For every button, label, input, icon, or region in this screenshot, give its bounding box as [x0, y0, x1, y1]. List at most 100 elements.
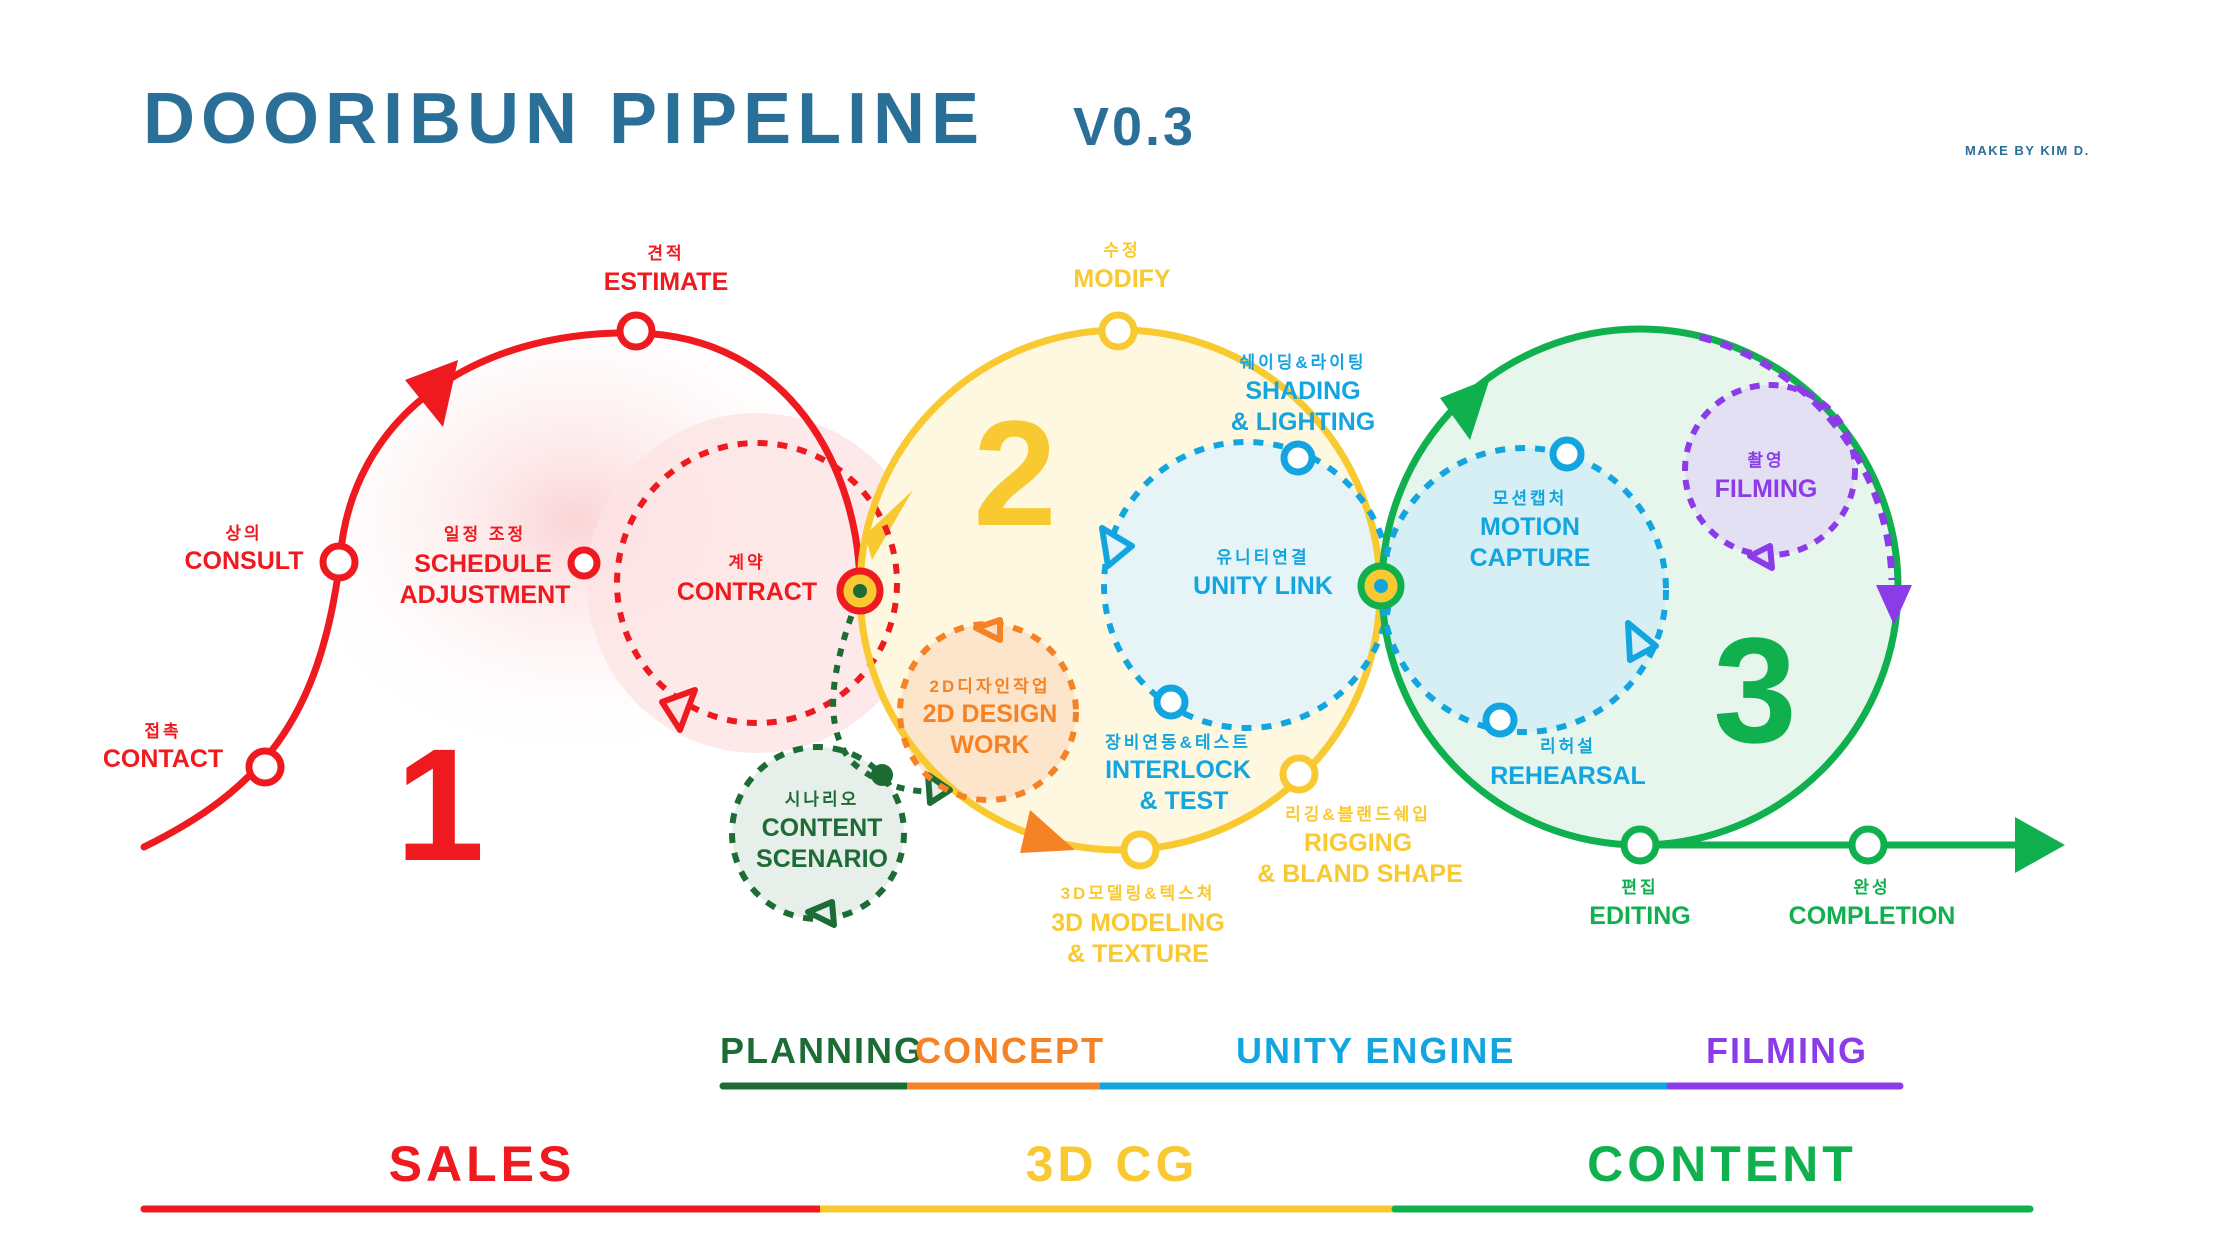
planning-node — [871, 764, 893, 786]
planning-link — [830, 598, 951, 795]
label-unity-link-kr: 유니티연결 — [1216, 548, 1309, 567]
dept-planning-label: PLANNING — [720, 1030, 924, 1071]
label-unity-link-en: UNITY LINK — [1193, 572, 1333, 600]
node-editing — [1620, 825, 1660, 865]
scenario-loop-fill — [732, 747, 904, 919]
label-scenario-kr: 시나리오 — [785, 790, 860, 809]
label-schedule-en1: SCHEDULE — [414, 550, 552, 578]
label-editing: 편집 EDITING — [1589, 878, 1690, 930]
label-rehearsal-kr: 리허설 — [1540, 737, 1596, 756]
unity-loop-fill — [1104, 442, 1390, 728]
label-contract: 계약 CONTRACT — [677, 552, 817, 606]
node-shading — [1280, 440, 1316, 476]
label-unity-link: 유니티연결 UNITY LINK — [1193, 548, 1333, 600]
node-consult — [319, 542, 359, 582]
phase-number-2: 2 — [973, 389, 1056, 557]
sales-to-cg-arrow-icon — [865, 490, 913, 560]
dept-unity-label: UNITY ENGINE — [1236, 1030, 1515, 1071]
label-consult-en: CONSULT — [185, 547, 304, 575]
credit-label: MAKE BY KIM D. — [1965, 143, 2090, 158]
label-estimate-en: ESTIMATE — [604, 268, 729, 296]
design-loop-arrow-icon — [973, 617, 1003, 643]
filming-loop-arrow-icon — [1747, 543, 1775, 571]
node-unity-link-core — [1374, 579, 1388, 593]
division-sales-label: SALES — [389, 1136, 576, 1192]
dept-concept-label: CONCEPT — [915, 1030, 1105, 1071]
label-consult-kr: 상의 — [225, 524, 262, 543]
label-modify-en: MODIFY — [1073, 265, 1171, 293]
output-arrow-icon — [2015, 817, 2065, 873]
label-modeling-kr: 3D모델링&텍스쳐 — [1061, 883, 1216, 903]
label-schedule-kr: 일정 조정 — [444, 525, 526, 544]
label-design-en1: 2D DESIGN — [923, 700, 1058, 728]
label-filming: 촬영 FILMING — [1715, 451, 1818, 503]
label-interlock-en1: INTERLOCK — [1105, 756, 1251, 784]
label-estimate: 견적 ESTIMATE — [604, 244, 729, 296]
node-interlock — [1153, 684, 1189, 720]
label-contact-en: CONTACT — [103, 745, 223, 773]
node-modeling — [1120, 830, 1160, 870]
label-modeling: 3D모델링&텍스쳐 3D MODELING & TEXTURE — [1051, 883, 1225, 968]
label-contact-kr: 접촉 — [144, 722, 181, 741]
label-editing-kr: 편집 — [1621, 878, 1658, 897]
label-schedule: 일정 조정 SCHEDULE ADJUSTMENT — [400, 525, 571, 609]
scenario-loop-arrow-icon — [805, 899, 837, 928]
label-interlock-kr: 장비연동&테스트 — [1105, 733, 1251, 752]
label-contract-kr: 계약 — [728, 552, 765, 572]
unity-loop-arrow-icon — [1099, 525, 1135, 569]
division-cg-label: 3D CG — [1026, 1136, 1199, 1192]
label-rigging: 리깅&블랜드쉐입 RIGGING & BLAND SHAPE — [1257, 805, 1463, 888]
label-modify: 수정 MODIFY — [1073, 241, 1171, 293]
mocap-loop-arrow-icon — [1625, 620, 1659, 663]
contract-loop — [614, 440, 900, 726]
label-contract-en: CONTRACT — [677, 578, 817, 606]
label-completion-en: COMPLETION — [1789, 902, 1956, 930]
label-shading-en1: SHADING — [1245, 377, 1360, 405]
cg-arrow-icon — [1020, 810, 1075, 853]
node-rehearsal — [1482, 702, 1518, 738]
label-design-kr: 2D디자인작업 — [930, 677, 1051, 696]
department-legend: PLANNING CONCEPT UNITY ENGINE FILMING — [719, 1030, 1904, 1090]
scenario-loop — [729, 744, 907, 922]
label-shading: 쉐이딩&라이팅 SHADING & LIGHTING — [1231, 353, 1375, 436]
label-modeling-en2: & TEXTURE — [1067, 940, 1209, 968]
label-completion-kr: 완성 — [1853, 878, 1890, 897]
contract-loop-fill — [587, 413, 927, 753]
phase-number-1: 1 — [396, 715, 485, 894]
label-rigging-en1: RIGGING — [1304, 829, 1412, 857]
node-contact — [245, 747, 285, 787]
stage-nodes — [245, 311, 1888, 870]
node-rigging — [1279, 754, 1319, 794]
label-design: 2D디자인작업 2D DESIGN WORK — [923, 677, 1058, 759]
node-schedule — [567, 546, 601, 580]
node-modify — [1098, 311, 1138, 351]
label-interlock: 장비연동&테스트 INTERLOCK & TEST — [1105, 733, 1251, 815]
label-scenario: 시나리오 CONTENT SCENARIO — [756, 790, 888, 873]
node-estimate — [616, 311, 656, 351]
page-title: DOORIBUN PIPELINE — [143, 79, 986, 159]
content-arrow-icon — [1440, 378, 1490, 440]
label-rehearsal-en: REHEARSAL — [1490, 762, 1646, 790]
label-mocap: 모션캡처 MOTION CAPTURE — [1470, 489, 1591, 572]
label-shading-en2: & LIGHTING — [1231, 408, 1375, 436]
label-shading-kr: 쉐이딩&라이팅 — [1239, 353, 1366, 372]
label-design-en2: WORK — [950, 731, 1029, 759]
mocap-loop-fill — [1382, 448, 1666, 732]
label-scenario-en2: SCENARIO — [756, 845, 888, 873]
label-filming-kr: 촬영 — [1747, 451, 1784, 470]
design-loop — [897, 621, 1079, 803]
label-consult: 상의 CONSULT — [185, 524, 304, 575]
dept-filming-label: FILMING — [1706, 1030, 1868, 1071]
label-schedule-en2: ADJUSTMENT — [400, 581, 571, 609]
label-mocap-en2: CAPTURE — [1470, 544, 1591, 572]
filming-track — [1699, 333, 1896, 581]
label-rigging-en2: & BLAND SHAPE — [1257, 860, 1463, 888]
design-loop-fill — [900, 624, 1076, 800]
label-rehearsal: 리허설 REHEARSAL — [1490, 737, 1646, 790]
label-rigging-kr: 리깅&블랜드쉐입 — [1285, 805, 1431, 824]
division-legend: SALES 3D CG CONTENT — [140, 1136, 2034, 1213]
phase-number-3: 3 — [1713, 606, 1796, 774]
label-modeling-en1: 3D MODELING — [1051, 909, 1225, 937]
